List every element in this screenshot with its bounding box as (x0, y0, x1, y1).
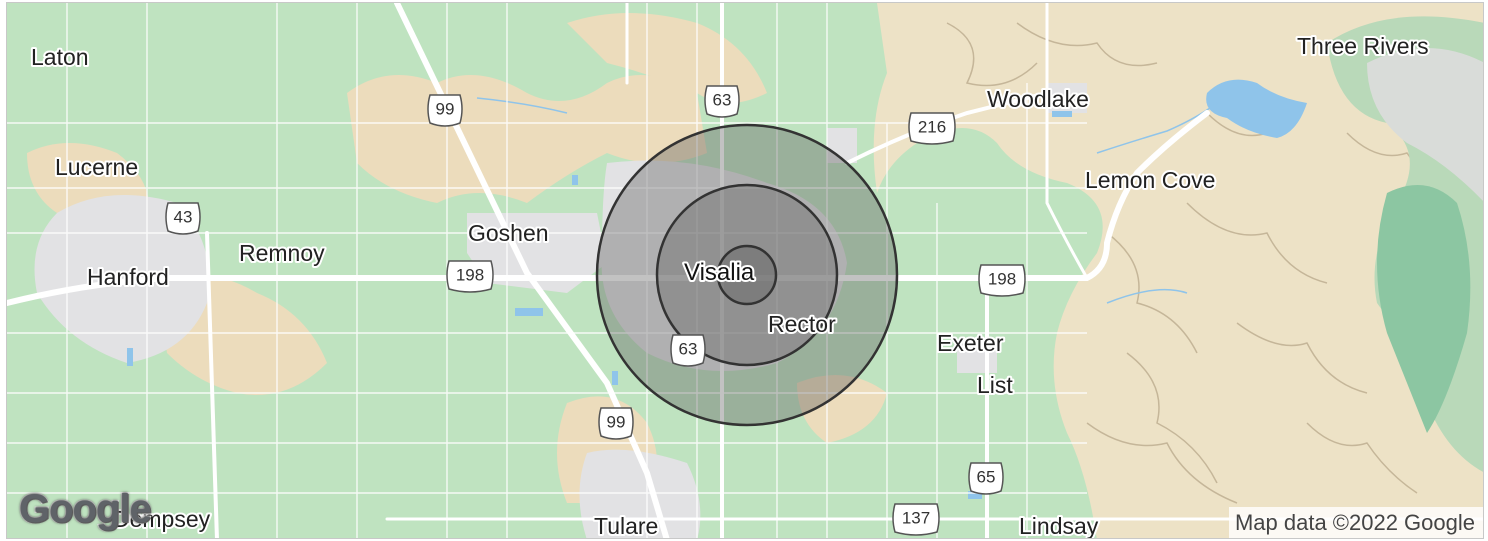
middle-radius-ring[interactable] (655, 183, 839, 367)
highway-shield-63-north: 63 (704, 85, 740, 118)
place-label-laton: Laton (31, 44, 89, 70)
shield-label: 63 (713, 91, 732, 110)
shield-label: 137 (902, 509, 930, 528)
shield-label: 216 (918, 118, 946, 137)
shield-label: 198 (456, 266, 484, 285)
highway-shield-198-east: 198 (978, 264, 1026, 297)
high-terrain (1367, 48, 1483, 201)
highway-shield-99-south: 99 (598, 407, 634, 440)
highway-shield-198-west: 198 (446, 260, 494, 293)
place-label-list: List (977, 372, 1013, 398)
place-label-exeter: Exeter (937, 330, 1004, 356)
highway-shield-216: 216 (908, 112, 956, 145)
place-label-lindsay: Lindsay (1019, 513, 1099, 539)
place-label-lucerne: Lucerne (55, 154, 138, 180)
forest-dense (1377, 185, 1471, 433)
highway-shield-43: 43 (165, 202, 201, 235)
place-label-hanford: Hanford (87, 264, 169, 290)
highway-shield-65: 65 (968, 462, 1004, 495)
shield-label: 198 (988, 270, 1016, 289)
place-label-goshen: Goshen (468, 220, 549, 246)
place-label-three-rivers: Three Rivers (1297, 33, 1429, 59)
highway-shield-137: 137 (892, 503, 940, 536)
shield-label: 99 (607, 413, 626, 432)
google-logo[interactable]: Google (18, 486, 153, 532)
place-label-woodlake: Woodlake (987, 86, 1089, 112)
foothills-terrain (873, 3, 1483, 538)
shield-label: 43 (174, 208, 193, 227)
highway-shield-99-north: 99 (427, 94, 463, 127)
highway-shield-63-south: 63 (670, 334, 706, 367)
place-label-dempsey: Dempsey (113, 506, 211, 532)
water-bodies (127, 79, 1307, 499)
shield-label: 65 (977, 468, 996, 487)
inner-radius-ring[interactable] (716, 244, 778, 306)
place-label-tulare: Tulare (594, 513, 658, 539)
shield-label: 63 (679, 340, 698, 359)
place-label-visalia[interactable]: Visalia (682, 257, 757, 288)
place-label-lemon-cove: Lemon Cove (1085, 167, 1215, 193)
place-label-rector: Rector (768, 311, 836, 337)
map-canvas[interactable]: 99 63 216 43 198 198 (7, 3, 1484, 539)
highway-shields: 99 63 216 43 198 198 (165, 85, 1026, 536)
map-container[interactable]: 99 63 216 43 198 198 (6, 2, 1484, 539)
map-attribution[interactable]: Map data ©2022 Google (1228, 507, 1483, 538)
shield-label: 99 (436, 100, 455, 119)
place-label-remnoy: Remnoy (239, 240, 325, 266)
google-logo-text: Google (18, 486, 153, 532)
place-labels: Laton Lucerne Hanford Remnoy Goshen Visa… (29, 31, 1431, 539)
